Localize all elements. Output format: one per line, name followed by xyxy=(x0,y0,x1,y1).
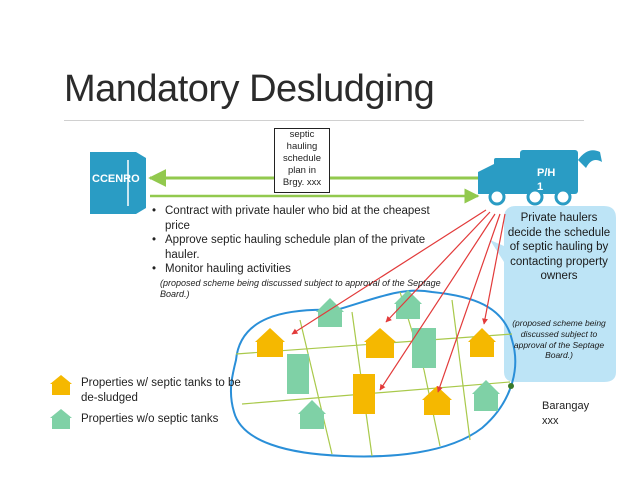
schedule-line: hauling xyxy=(286,141,318,152)
legend-septic-label: Properties w/ septic tanks to be de-slud… xyxy=(81,377,241,404)
properties-with-septic-tanks xyxy=(255,328,496,415)
barangay-label-line: xxx xyxy=(542,415,559,427)
legend-no-septic-label: Properties w/o septic tanks xyxy=(81,413,219,425)
callout-text: Private haulers decide the schedule of s… xyxy=(507,212,611,283)
properties-without-septic-tanks xyxy=(287,290,500,429)
green-house-icon xyxy=(298,400,326,429)
yellow-house-icon xyxy=(255,328,285,357)
bullet-item: Monitor hauling activities xyxy=(150,262,450,277)
barangay-pointer xyxy=(508,383,514,389)
schedule-line: septic xyxy=(289,129,315,140)
yellow-building-icon xyxy=(353,374,375,414)
green-building-icon xyxy=(412,328,436,368)
barangay-label-line: Barangay xyxy=(542,400,590,412)
legend-green-house-icon xyxy=(50,409,72,429)
yellow-house-icon xyxy=(422,386,452,415)
schedule-line: plan in xyxy=(288,165,316,176)
ccenro-responsibilities: Contract with private hauler who bid at … xyxy=(150,204,450,277)
green-house-icon xyxy=(394,290,422,319)
truck-icon xyxy=(478,150,602,206)
truck-label-line: 1 xyxy=(537,181,544,193)
yellow-house-icon xyxy=(468,328,496,357)
schedule-plan-box: septic hauling schedule plan in Brgy. xx… xyxy=(274,128,330,193)
bullet-item: Contract with private hauler who bid at … xyxy=(150,204,450,233)
callout-note: (proposed scheme being discussed subject… xyxy=(512,318,606,361)
legend-yellow-house-icon xyxy=(50,375,72,395)
schedule-line: schedule xyxy=(282,153,322,164)
green-building-icon xyxy=(287,354,309,394)
page-title: Mandatory Desludging xyxy=(64,68,435,110)
truck-label-line: P/H xyxy=(537,167,556,179)
truck-label: P/H 1 xyxy=(537,166,555,194)
ccenro-label: CCENRO xyxy=(92,173,140,185)
barangay-label: Barangay xxx xyxy=(542,399,589,429)
green-house-icon xyxy=(472,380,500,411)
yellow-house-icon xyxy=(364,328,396,358)
callout-bubble xyxy=(490,206,616,382)
barangay-boundary xyxy=(229,289,517,458)
ccenro-building-icon xyxy=(90,152,146,214)
bullets-note: (proposed scheme being discussed subject… xyxy=(160,278,441,299)
green-house-icon xyxy=(316,298,344,327)
schedule-line: Brgy. xxx xyxy=(282,177,322,188)
title-divider xyxy=(64,120,584,121)
bullet-item: Approve septic hauling schedule plan of … xyxy=(150,233,450,262)
